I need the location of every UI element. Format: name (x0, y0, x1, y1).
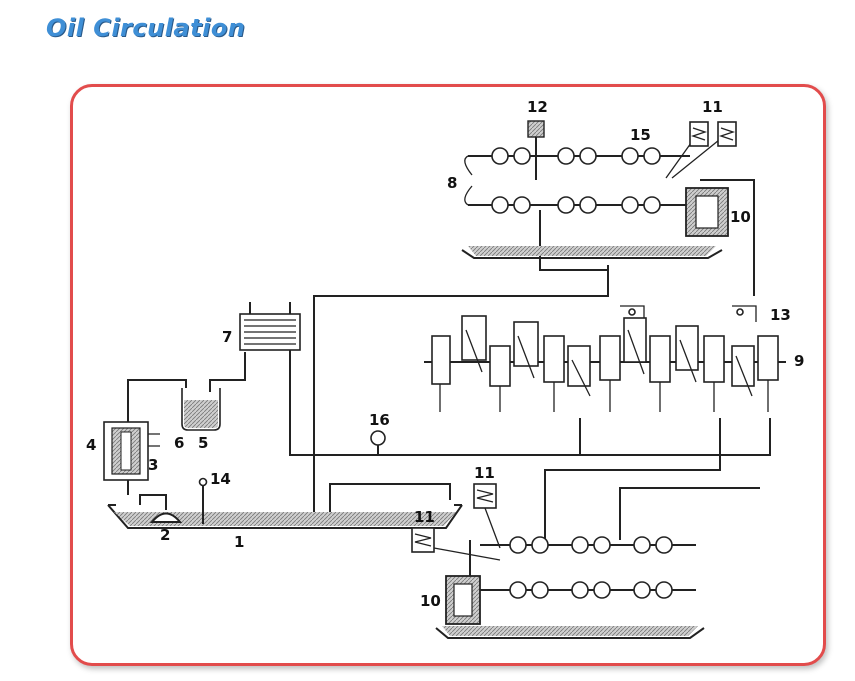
oil-cooler (239, 302, 301, 456)
oil-lines (300, 179, 771, 604)
upper-valve-train (461, 120, 737, 259)
oil-filter (103, 379, 187, 495)
label-connecting-rod: 13 (770, 306, 791, 324)
label-chain-tensioner-lower: 10 (420, 592, 441, 610)
label-springs-lower-mid: 11 (474, 464, 495, 482)
label-filter-element: 3 (148, 456, 158, 474)
label-upper-bearings: 8 (447, 174, 457, 192)
label-filter-housing: 4 (86, 436, 96, 454)
label-cooler: 7 (222, 328, 232, 346)
label-pump: 2 (160, 526, 170, 544)
label-crankshaft: 9 (794, 352, 804, 370)
label-springs-lower-left: 11 (414, 508, 435, 526)
label-camshaft-upper: 15 (630, 126, 651, 144)
lower-valve-train (411, 483, 705, 639)
page-title: Oil Circulation (46, 14, 246, 42)
label-sump: 1 (234, 533, 244, 551)
label-tank: 5 (198, 434, 208, 452)
crankshaft-assembly (424, 305, 786, 412)
label-bypass: 6 (174, 434, 184, 452)
oil-pump (139, 494, 183, 523)
label-springs-upper: 11 (702, 98, 723, 116)
label-gauge-top: 12 (527, 98, 548, 116)
pressure-gauge (370, 430, 386, 455)
label-chain-tensioner-upper: 10 (730, 208, 751, 226)
thermometer (198, 477, 208, 524)
label-thermometer: 14 (210, 470, 231, 488)
oil-tank (181, 352, 246, 431)
main-sump (107, 504, 463, 529)
label-pressure-gauge: 16 (369, 411, 390, 429)
